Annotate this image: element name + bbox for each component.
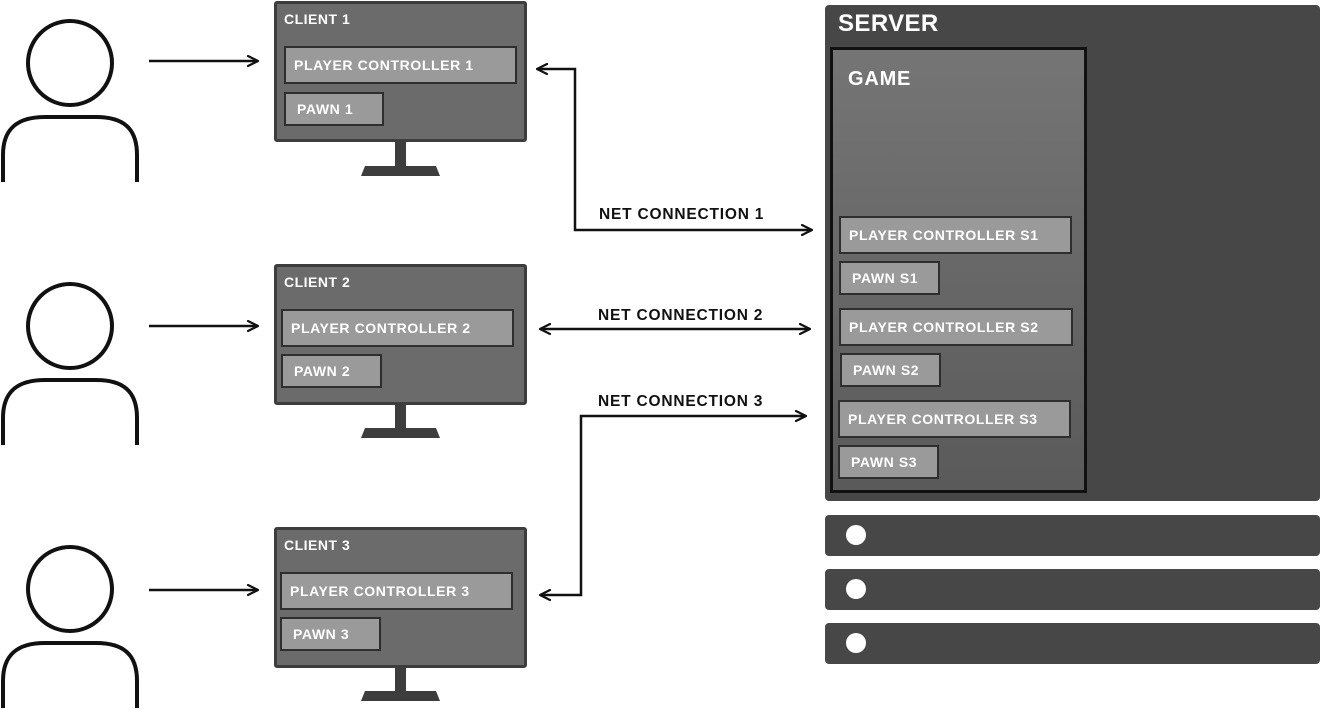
circle-icon xyxy=(846,525,866,545)
server-player-controller-chip: PLAYER CONTROLLER S2 xyxy=(839,308,1073,346)
client-title: CLIENT 2 xyxy=(284,274,351,290)
client-title: CLIENT 1 xyxy=(284,11,351,27)
server-bar-1 xyxy=(825,515,1320,556)
net-connection-3-line xyxy=(540,416,806,595)
circle-icon xyxy=(846,633,866,653)
user-icon xyxy=(1,282,139,445)
server-pawn-chip: PAWN S3 xyxy=(838,445,939,479)
monitor-stand-icon xyxy=(361,666,440,701)
net-connection-1-label: NET CONNECTION 1 xyxy=(599,206,765,223)
server-bar-3 xyxy=(825,623,1320,664)
user-icon xyxy=(1,545,139,708)
monitor-stand-icon xyxy=(361,403,440,438)
circle-icon xyxy=(846,579,866,599)
player-controller-chip: PLAYER CONTROLLER 1 xyxy=(284,46,517,84)
client-1-monitor: CLIENT 1 PLAYER CONTROLLER 1 PAWN 1 xyxy=(274,1,527,142)
client-title: CLIENT 3 xyxy=(284,537,351,553)
player-controller-chip: PLAYER CONTROLLER 2 xyxy=(281,309,514,347)
game-panel: GAME PLAYER CONTROLLER S1 PAWN S1 PLAYER… xyxy=(830,47,1087,493)
pawn-chip: PAWN 2 xyxy=(281,354,382,388)
net-connection-3-label: NET CONNECTION 3 xyxy=(598,393,764,410)
user-icon xyxy=(1,19,139,182)
pawn-chip: PAWN 1 xyxy=(284,92,384,126)
net-connection-1-line xyxy=(537,69,812,230)
pawn-chip: PAWN 3 xyxy=(280,617,381,651)
player-controller-chip: PLAYER CONTROLLER 3 xyxy=(280,572,513,610)
client-3-monitor: CLIENT 3 PLAYER CONTROLLER 3 PAWN 3 xyxy=(274,527,527,668)
server-title: SERVER xyxy=(838,10,939,37)
server-panel: SERVER GAME PLAYER CONTROLLER S1 PAWN S1… xyxy=(825,5,1320,501)
server-player-controller-chip: PLAYER CONTROLLER S1 xyxy=(839,216,1072,254)
net-connection-2-label: NET CONNECTION 2 xyxy=(598,307,764,324)
game-title: GAME xyxy=(848,68,912,90)
server-pawn-chip: PAWN S2 xyxy=(840,353,941,387)
monitor-stand-icon xyxy=(361,140,440,176)
client-2-monitor: CLIENT 2 PLAYER CONTROLLER 2 PAWN 2 xyxy=(274,264,527,405)
server-player-controller-chip: PLAYER CONTROLLER S3 xyxy=(838,400,1071,438)
server-bar-2 xyxy=(825,569,1320,610)
server-pawn-chip: PAWN S1 xyxy=(839,261,940,295)
